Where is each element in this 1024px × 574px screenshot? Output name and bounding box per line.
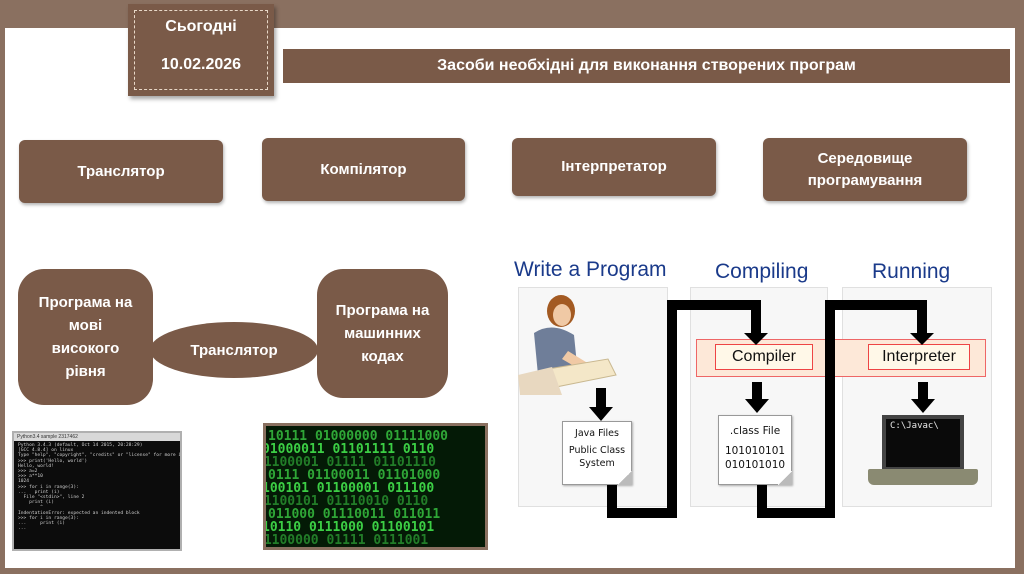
- java-files-document: Java Files Public Class System: [562, 421, 632, 485]
- arrow-to-console: [911, 382, 935, 413]
- stage-running: Running: [872, 260, 951, 283]
- terminal-line: print (i): [29, 500, 54, 506]
- flow-connectors: [518, 295, 935, 518]
- binary-row: 011000 01110011 011011: [268, 507, 440, 522]
- binary-row: 01100101 01110010 0110: [266, 494, 428, 509]
- java-flow-diagram: Write a Program Compiling Running Compil…: [512, 255, 1002, 525]
- arrow-into-compiler: [744, 333, 768, 345]
- terminal-line: >>> a**10: [18, 474, 43, 480]
- java-doc-line2: System: [579, 457, 615, 469]
- terminal-line: Hello, world!: [18, 463, 54, 469]
- slide-title: Засоби необхідні для виконання створених…: [283, 49, 1010, 83]
- class-doc-title: .class File: [729, 425, 781, 437]
- translator-ellipse-label: Транслятор: [190, 341, 278, 359]
- category-translator: Транслятор: [19, 140, 223, 203]
- class-doc-line1: 101010101: [724, 445, 786, 458]
- connector-write-to-compile: [607, 300, 761, 518]
- binary-row: 01100000 01111 0111001: [266, 533, 428, 547]
- terminal-line: Python 3.4.3 (default, Oct 14 2015, 20:2…: [18, 443, 143, 448]
- terminal-line: >>> a=2: [18, 469, 38, 475]
- binary-row: 01100001 01111 01101110: [266, 455, 436, 470]
- laptop-screen: C:\Javac\: [882, 415, 964, 469]
- terminal-line: >>> print('Hello, world'): [18, 458, 88, 464]
- console-text: C:\Javac\: [890, 421, 939, 431]
- terminal-line: 1024: [18, 479, 30, 485]
- class-file-document: .class File 101010101 010101010: [718, 415, 792, 485]
- date-badge: Сьогодні 10.02.2026: [128, 4, 274, 96]
- slide-title-text: Засоби необхідні для виконання створених…: [437, 57, 856, 74]
- terminal-line: >>> for i in range(3):: [18, 484, 79, 490]
- person-at-desk-illustration: [518, 295, 617, 395]
- terminal-output: Python 3.4.3 (default, Oct 14 2015, 20:2…: [14, 441, 180, 533]
- category-ide: Середовище програмування: [763, 138, 967, 201]
- terminal-line: Type "help", "copyright", "credits" or "…: [18, 453, 182, 459]
- date-badge-dashed-border: [134, 10, 268, 90]
- translator-ellipse: Транслятор: [150, 322, 318, 378]
- terminal-line: ... print (i): [18, 489, 60, 495]
- category-interpreter-label: Інтерпретатор: [561, 158, 667, 176]
- terminal-line: ^: [40, 505, 43, 511]
- stage-compiling: Compiling: [715, 260, 809, 283]
- category-compiler-label: Компілятор: [320, 160, 407, 178]
- category-interpreter: Інтерпретатор: [512, 138, 716, 196]
- page-fold-icon: [618, 471, 632, 485]
- page-fold-icon: [778, 471, 792, 485]
- category-compiler: Компілятор: [262, 138, 465, 201]
- arrow-to-java-file: [589, 388, 613, 421]
- terminal-title: Python3.4 sample 2317462: [14, 433, 180, 441]
- java-doc-title: Java Files: [575, 428, 619, 439]
- connector-compile-to-run: [757, 300, 927, 518]
- high-level-program-box: Програма на мові високого рівня: [18, 269, 153, 405]
- arrow-into-interpreter: [910, 333, 934, 345]
- interpreter-box: Interpreter: [868, 344, 970, 370]
- machine-code-program-box: Програма на машинних кодах: [317, 269, 448, 398]
- binary-row: 100101 01100001 011100: [266, 481, 434, 496]
- binary-row: 0111 01100011 01101000: [268, 468, 440, 483]
- laptop-keyboard-base: [868, 469, 978, 485]
- category-ide-label: Середовище програмування: [807, 149, 923, 189]
- terminal-line: IndentationError: expected an indented b…: [18, 510, 140, 516]
- stage-write-program: Write a Program: [514, 258, 667, 281]
- today-label: Сьогодні: [165, 18, 237, 35]
- compiler-box: Compiler: [715, 344, 813, 370]
- terminal-line: ... print (i): [18, 521, 66, 527]
- class-doc-line2: 010101010: [724, 459, 786, 472]
- machine-code-program-label: Програма на машинних кодах: [335, 301, 430, 366]
- java-doc-line1: Public Class: [568, 444, 626, 456]
- binary-row: 10111 01000000 01111000: [268, 429, 448, 444]
- binary-row: 01000011 01101111 0110: [266, 442, 434, 457]
- category-translator-label: Транслятор: [77, 162, 165, 180]
- terminal-line: ...: [18, 526, 27, 532]
- python-terminal-screenshot: Python3.4 sample 2317462 Python 3.4.3 (d…: [12, 431, 182, 551]
- terminal-line: File "<stdin>", line 2: [23, 495, 85, 501]
- terminal-line: [GCC 4.8.4] on linux: [18, 448, 74, 454]
- binary-row: 10110 0111000 01100101: [266, 520, 434, 535]
- terminal-line: >>> for i in range(3):: [18, 515, 79, 521]
- date-value: 10.02.2026: [160, 56, 242, 73]
- arrow-to-class-file: [745, 382, 769, 413]
- high-level-program-label: Програма на мові високого рівня: [38, 293, 133, 381]
